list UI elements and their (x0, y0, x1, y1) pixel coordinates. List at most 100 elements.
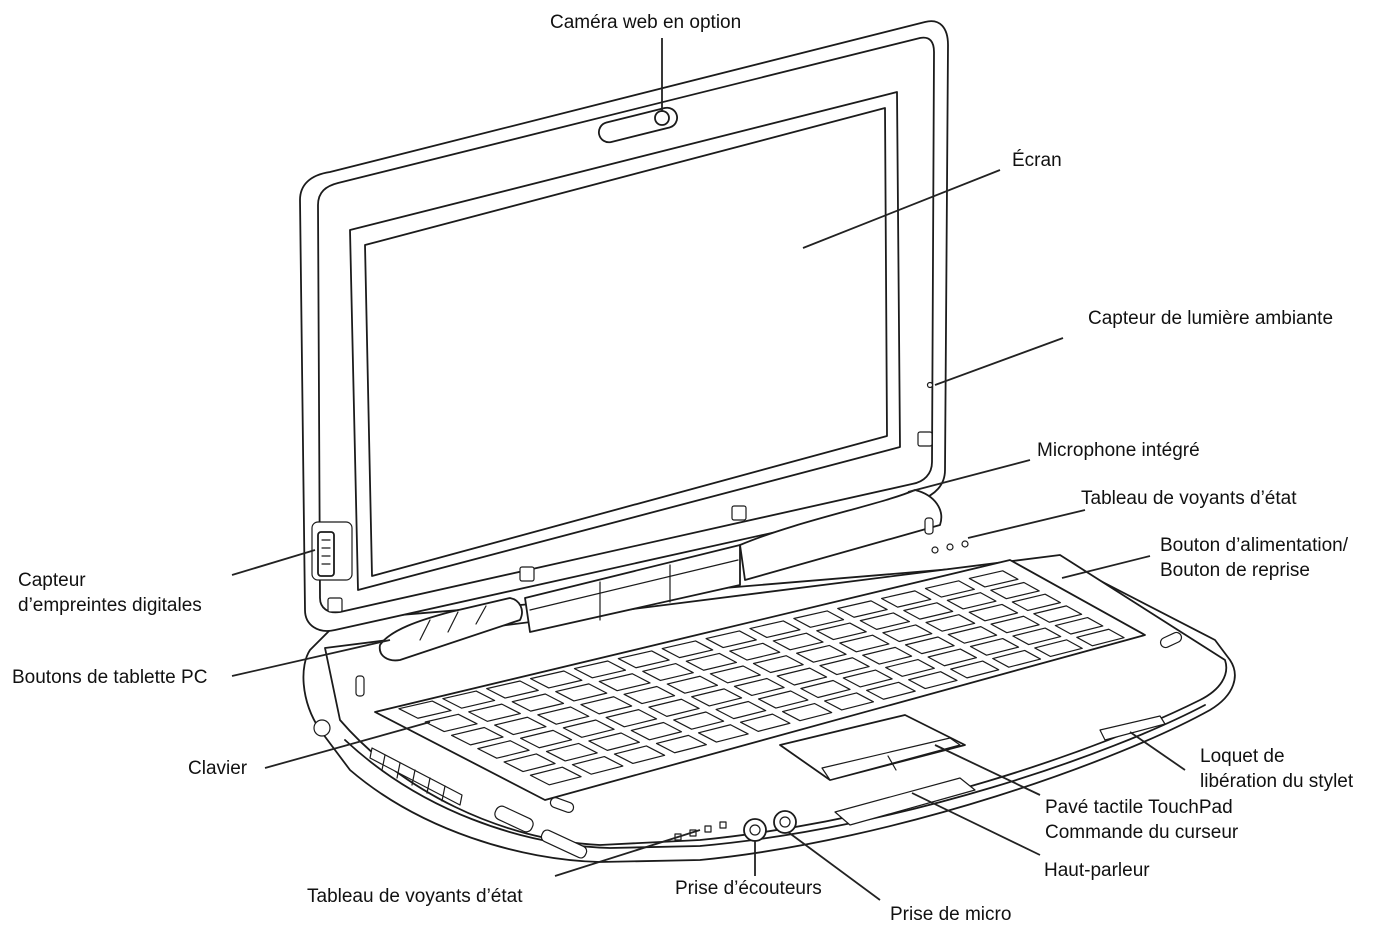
keyboard-key (511, 693, 565, 712)
keyboard-key (904, 636, 955, 655)
keyboard-key (950, 660, 1000, 679)
hinge (524, 544, 741, 633)
leader-microphone (907, 459, 1031, 493)
label-status-top: Tableau de voyants d’état (1081, 486, 1297, 511)
keyboard-key (842, 669, 893, 688)
keyboard-key (885, 658, 935, 677)
keyboard-key (862, 646, 913, 665)
label-line: Capteur de lumière ambiante (1088, 308, 1334, 329)
label-line: Tableau de voyants d’état (307, 886, 523, 907)
keyboard-key (555, 683, 608, 702)
keyboard-key (969, 637, 1020, 656)
label-line: Pavé tactile TouchPad (1045, 797, 1233, 818)
keyboard-keys (398, 570, 1125, 786)
keyboard-key (859, 612, 911, 630)
keyboard-key (1054, 616, 1104, 635)
screen-panel (364, 107, 888, 577)
keyboard-key (992, 649, 1042, 668)
leader-status-top (967, 509, 1086, 539)
label-screen: Écran (1012, 148, 1062, 173)
keyboard-key (477, 740, 530, 759)
keyboard-key (613, 745, 666, 765)
keyboard-key (968, 570, 1019, 588)
keyboard-key (450, 726, 504, 746)
keyboard-key (796, 644, 847, 663)
label-line: Capteur (18, 570, 86, 591)
label-line: Prise d’écouteurs (675, 878, 822, 899)
keyboard-key (924, 580, 975, 598)
keyboard-key (837, 600, 888, 618)
keyboard-key (398, 700, 452, 719)
keyboard-key (908, 671, 958, 690)
keyboard-key (776, 667, 828, 686)
keyboard-key (503, 753, 556, 773)
keyboard-key (709, 665, 761, 684)
keyboard-key (733, 677, 785, 697)
label-line: libération du stylet (1200, 771, 1354, 792)
keyboard-key (1076, 628, 1125, 647)
keyboard-key (537, 706, 590, 725)
keyboard-key (1033, 605, 1083, 623)
keyboard-key (494, 716, 547, 736)
label-line: Prise de micro (890, 904, 1012, 925)
label-microphone: Microphone intégré (1037, 438, 1200, 463)
keyboard-key (642, 663, 694, 682)
keyboard-key (757, 690, 809, 709)
keyboard-key (673, 711, 725, 730)
touchpad (779, 714, 966, 781)
keyboard-key (655, 734, 707, 754)
label-status-bottom: Tableau de voyants d’état (307, 884, 523, 909)
keyboard-key (442, 690, 496, 709)
keyboard-key (800, 679, 851, 699)
keyboard-key (749, 620, 801, 639)
keyboard-key (598, 673, 651, 692)
label-line: Commande du curseur (1045, 822, 1239, 843)
label-line: Boutons de tablette PC (12, 667, 208, 688)
keyboard-key (819, 657, 870, 676)
keyboard-key (486, 680, 539, 699)
label-stylus-latch: Loquet de libération du stylet (1200, 744, 1353, 794)
keyboard-key (990, 615, 1040, 634)
keyboard-key (715, 700, 767, 720)
keyboard-key (990, 581, 1040, 600)
label-mic-jack: Prise de micro (890, 902, 1011, 927)
leader-speaker (911, 792, 1041, 856)
keyboard-key (623, 685, 676, 705)
keyboard-key (947, 626, 998, 644)
keyboard-key (793, 610, 845, 628)
stylus-latch (1099, 715, 1166, 741)
keyboard-key (925, 614, 976, 632)
label-touchpad: Pavé tactile TouchPad Commande du curseu… (1045, 795, 1238, 845)
keyboard-key (685, 652, 738, 671)
keyboard-key (424, 713, 478, 733)
keyboard-key (666, 675, 719, 694)
keyboard-key (752, 655, 804, 674)
keyboard-key (903, 602, 954, 620)
speaker-grille (834, 777, 976, 826)
label-line: Loquet de (1200, 746, 1285, 767)
label-line: d’empreintes digitales (18, 595, 202, 616)
keyboard-key (739, 713, 791, 732)
keyboard-key (1034, 639, 1083, 658)
keyboard-key (882, 624, 933, 643)
leader-mic (787, 831, 881, 901)
label-line: Microphone intégré (1037, 440, 1200, 461)
keyboard-key (1012, 627, 1062, 646)
leader-stylus (1129, 731, 1186, 771)
keyboard-key (729, 642, 781, 661)
keyboard-key (648, 698, 700, 717)
keyboard-key (816, 622, 867, 641)
keyboard-key (529, 670, 583, 689)
label-line: Haut-parleur (1044, 860, 1150, 881)
keyboard-key (927, 648, 978, 667)
keyboard-key (630, 721, 683, 741)
tablet-buttons (378, 597, 523, 662)
keyboard-key (691, 688, 743, 707)
keyboard-key (880, 590, 932, 608)
label-line: Tableau de voyants d’état (1081, 488, 1297, 509)
keyboard-key (571, 755, 624, 775)
label-line: Caméra web en option (550, 12, 742, 33)
keyboard-key (772, 632, 824, 651)
label-line: Bouton de reprise (1160, 560, 1310, 581)
